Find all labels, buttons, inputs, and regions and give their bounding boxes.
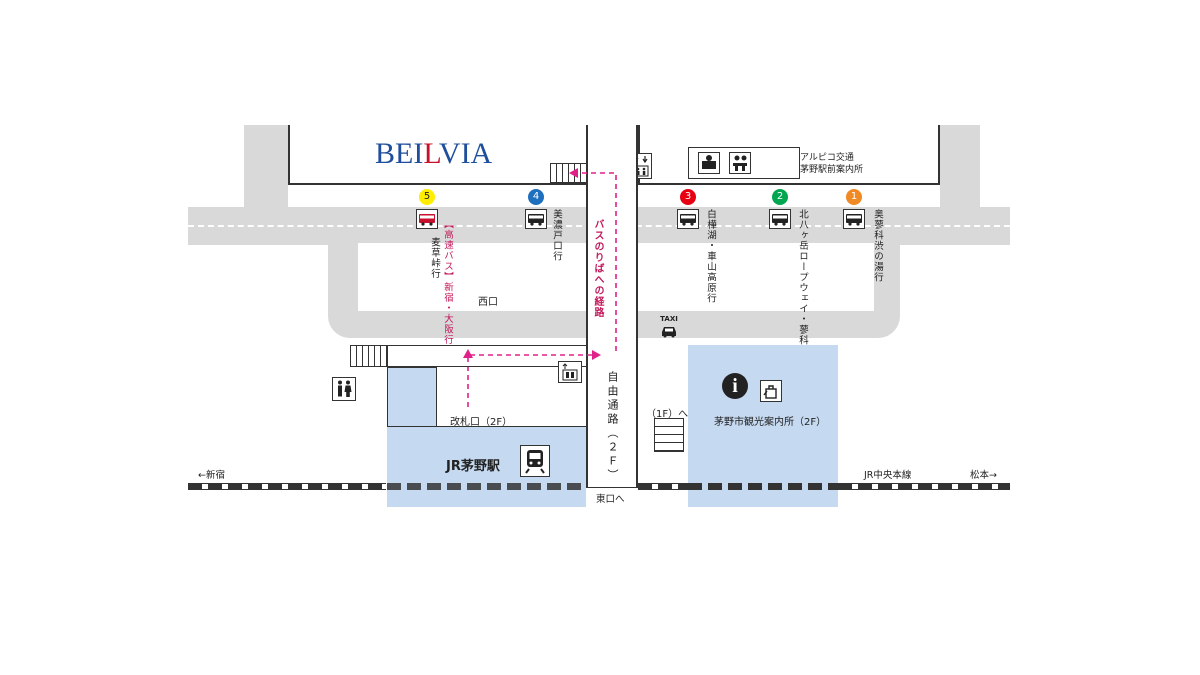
floor-1-label: （1F）へ [646,409,689,420]
free-passage [586,125,638,507]
bus-stop-4-icon [525,209,547,229]
railway-station-west [387,483,586,490]
stop-5-sub-label: 【高速バス】新宿・大阪行 [442,219,453,345]
concourse-corridor [386,345,586,367]
railway-station-east [688,483,838,490]
beilvia-logo-text: BEILVIA [375,137,493,170]
stop-2-label: 北八ヶ岳ロープウェイ・蓼科高原行 [797,209,808,377]
ticket-office-box [688,147,800,179]
road-north-east [940,125,980,207]
station-name: JR茅野駅 [446,459,500,474]
route-path [463,168,617,407]
luggage-icon [760,380,782,402]
stop-2-number: 2 [772,189,788,205]
bus-stop-1-icon [843,209,865,229]
stop-3-label: 白樺湖・車山高原行 [705,209,716,304]
alpico-label: アルピコ交通 茅野駅前案内所 [800,152,863,176]
free-passage-label: 自由通路（２Ｆ） [606,371,619,483]
rail-line-name: JR中央本線 [864,470,912,481]
east-exit-label: 東口へ [596,494,625,505]
station-area-map: BEILVIA アルピコ交通 茅野駅前案内所 自由通路（２Ｆ） 5 4 3 2 … [188,125,1010,507]
stop-5-number: 5 [419,189,435,205]
stop-3-number: 3 [680,189,696,205]
jr-station-building [387,427,586,507]
stop-1-number: 1 [846,189,862,205]
bus-stop-2-icon [769,209,791,229]
stop-5-label: 麦草峠行 [429,237,440,279]
info-icon: i [722,373,748,399]
station-annex [387,367,437,427]
taxi-label: TAXI [660,315,678,323]
rail-direction-shinjuku: ←新宿 [198,470,225,481]
ticket-gate-label: 改札口（2F） [450,417,513,428]
stop-4-label: 美濃戸口行 [551,209,562,262]
alpico-label-line1: アルピコ交通 [800,153,854,163]
elevator-west-icon [558,361,582,383]
stop-4-number: 4 [528,189,544,205]
tourist-info-label: 茅野市観光案内所（2F） [714,417,827,428]
tourist-info-building [688,345,838,507]
route-label: バスのりばへの経路 [592,219,603,318]
alpico-label-line2: 茅野駅前案内所 [800,165,864,175]
ticket-machine-icon [698,152,720,174]
restroom-icon [332,377,356,401]
west-exit-label: 西口 [478,297,498,308]
rail-direction-matsumoto: 松本→ [970,470,997,481]
information-desk-icon [729,152,751,174]
road-north-west [244,125,288,207]
taxi-icon: TAXI [656,315,682,338]
railway-west [188,483,386,490]
beilvia-logo: BEILVIA [375,137,492,171]
stairs-east [654,418,684,452]
train-icon [520,445,550,477]
stop-1-label: 奥蓼科渋の湯行 [872,209,883,283]
stairs-west [350,345,388,367]
east-exit-box [586,487,638,507]
ticket-gate-area [437,367,587,427]
bus-stop-3-icon [677,209,699,229]
bus-stop-5-icon [416,209,438,229]
